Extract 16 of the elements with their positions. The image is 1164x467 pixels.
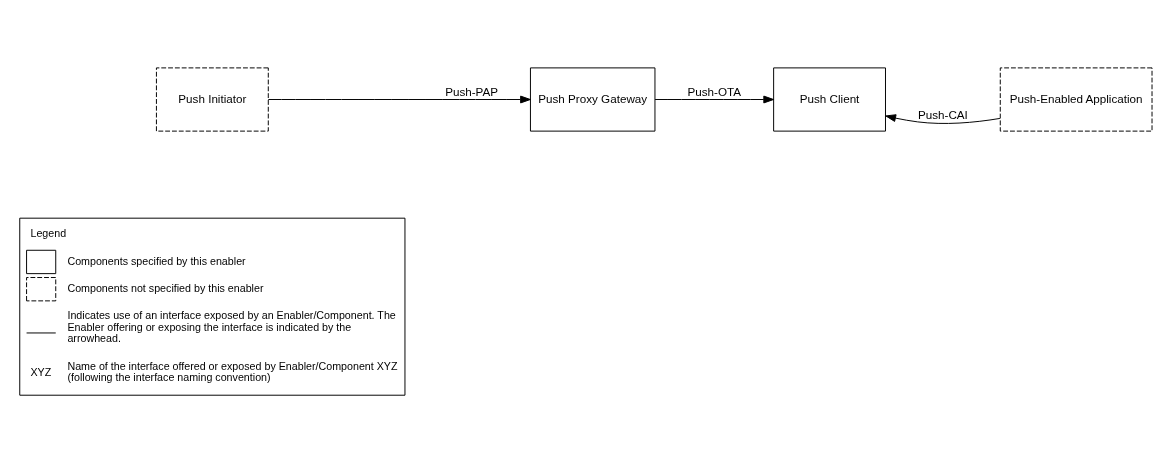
legend-label: Components specified by this enabler (67, 254, 246, 267)
node-box: Push Client (773, 67, 886, 132)
arrow (267, 95, 531, 104)
node-box: Push Initiator (155, 67, 269, 132)
legend-label: Indicates use of an interface exposed by an Enabler/Component. The Enabler offering or exposing the interface is indicated by the arrowhead. (67, 309, 396, 345)
label: Legend (30, 227, 67, 240)
edge-label: Push-OTA (687, 85, 742, 99)
legend-label: Name of the interface offered or exposed by Enabler/Component XYZ (following the interface naming convention) (67, 359, 398, 384)
node-box: Push Proxy Gateway (529, 67, 656, 132)
arrow (885, 114, 1001, 124)
label: XYZ (30, 365, 52, 378)
node-box: Push-Enabled Application (999, 67, 1153, 132)
edge-label: Push-CAI (917, 107, 968, 121)
legend-label: Components not specified by this enabler (67, 281, 264, 294)
arrow (654, 95, 775, 104)
edge-label: Push-PAP (445, 85, 499, 99)
